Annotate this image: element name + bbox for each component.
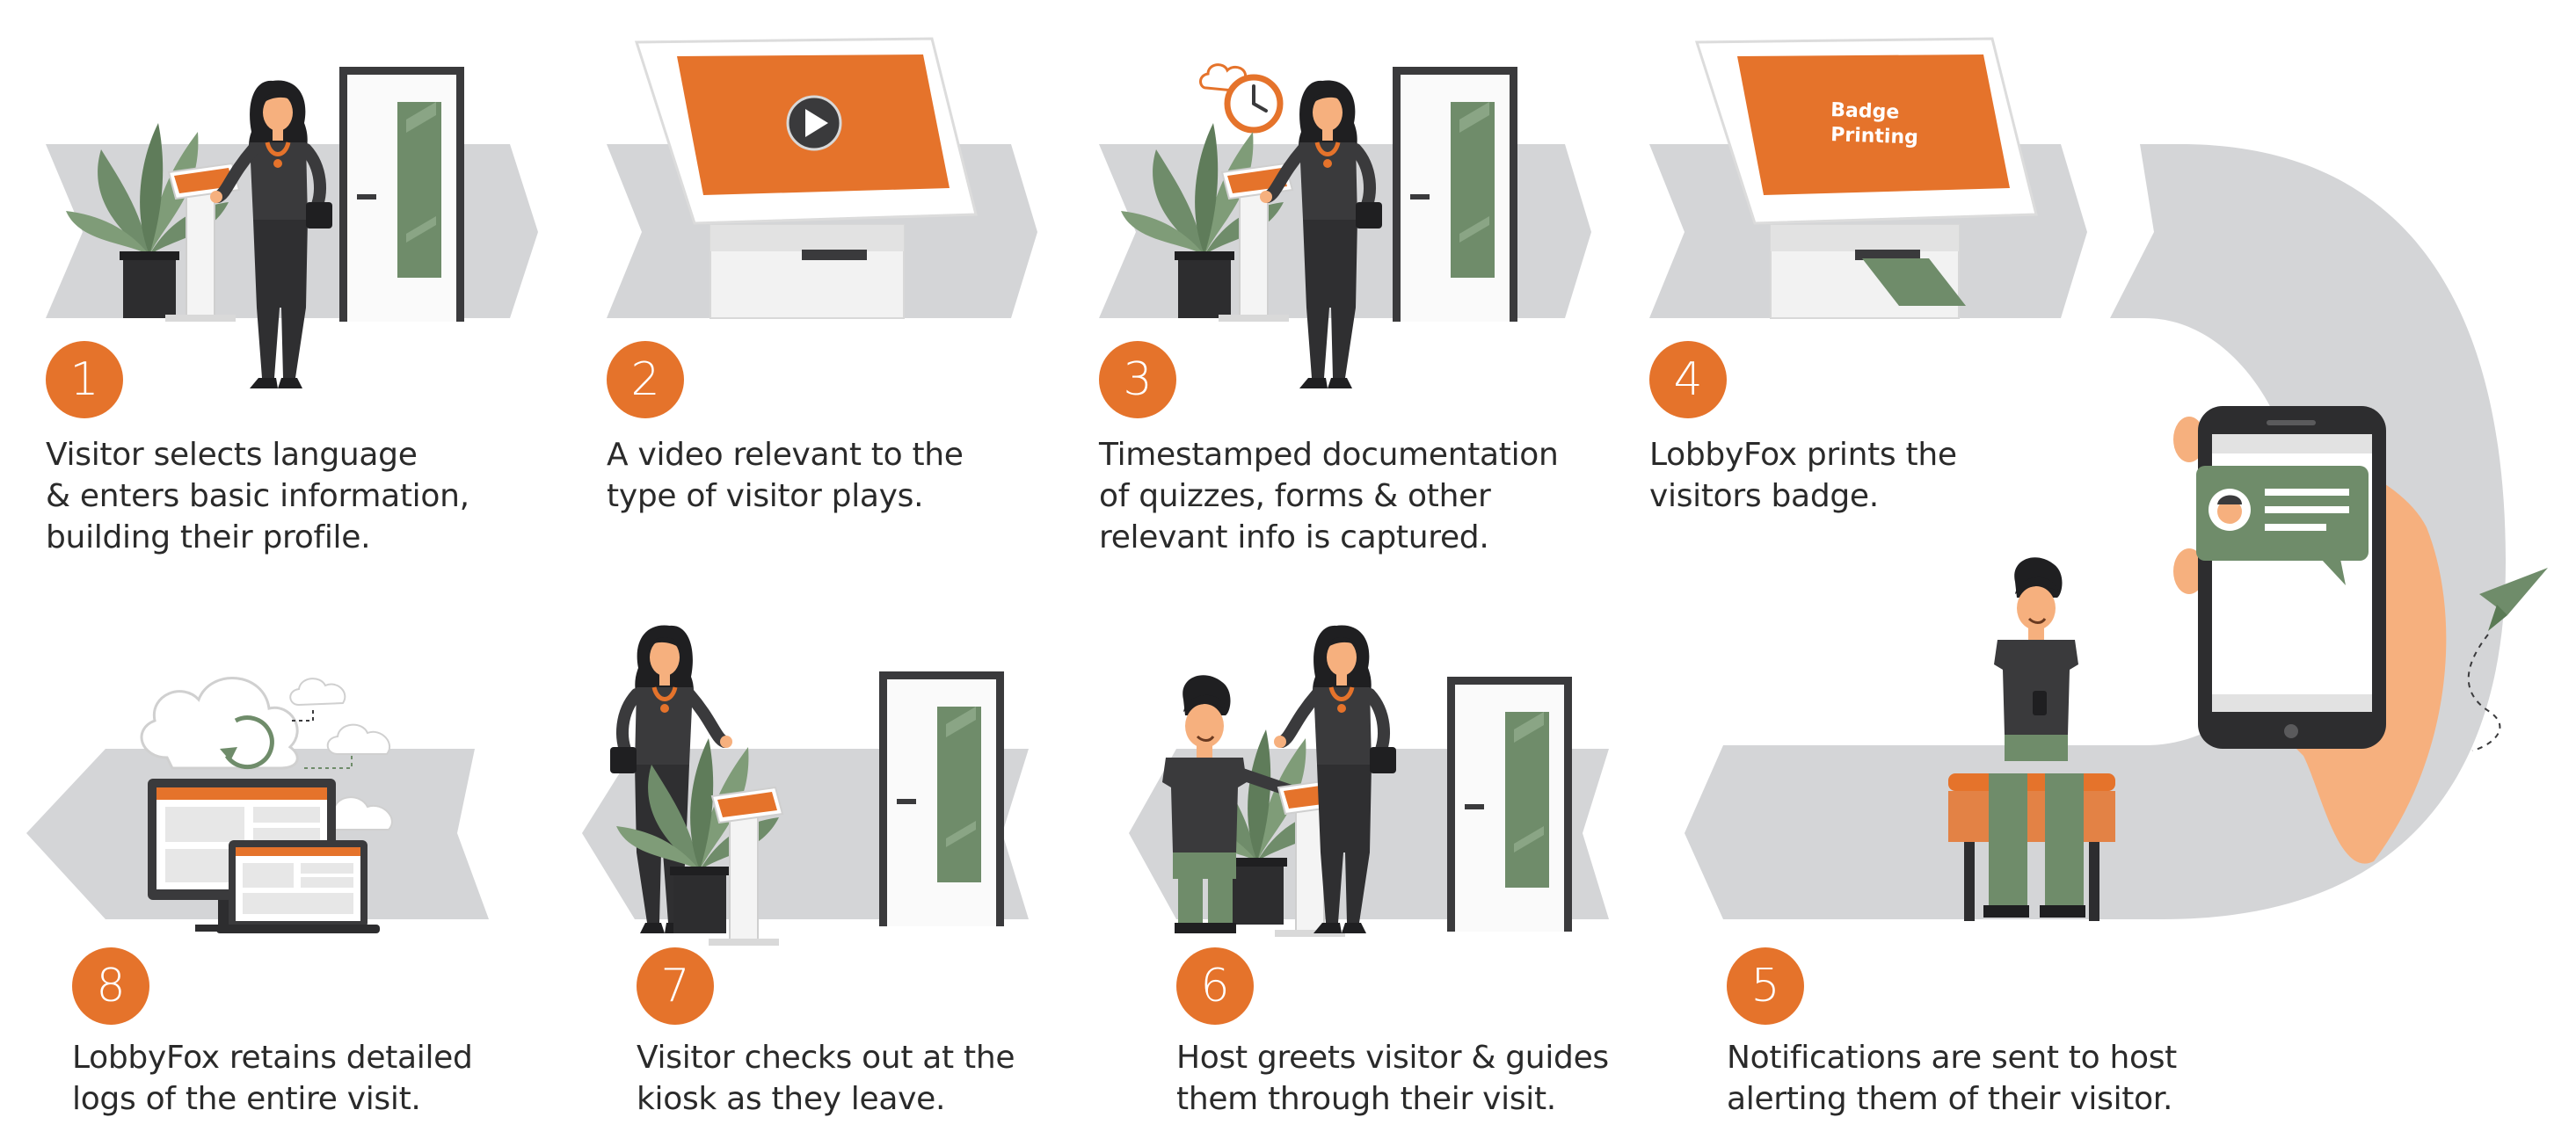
- step-2-caption: A video relevant to the type of visitor …: [607, 437, 964, 514]
- man-host-icon: [1983, 555, 2085, 918]
- step-8-number-badge: 8: [72, 947, 149, 1025]
- laptop-icon: [216, 840, 380, 933]
- smartphone-icon: [2198, 406, 2386, 749]
- cloud-icon: [326, 723, 391, 755]
- door-icon: [1393, 67, 1517, 322]
- step-6-number-badge: 6: [1176, 947, 1254, 1025]
- play-icon: [786, 95, 842, 151]
- step-7-number-badge: 7: [637, 947, 714, 1025]
- kiosk-icon: Badge Printing: [1694, 37, 2038, 319]
- step-5-number-badge: 5: [1727, 947, 1804, 1025]
- step-7-caption: Visitor checks out at the kiosk as they …: [637, 1040, 1015, 1117]
- badge-text-line2: Printing: [1830, 124, 1918, 149]
- step-1-caption: Visitor selects language & enters basic …: [46, 437, 469, 555]
- cloud-icon: [289, 678, 346, 707]
- step-3-number-badge: 3: [1099, 341, 1176, 418]
- sync-icon: [220, 715, 274, 770]
- step-1-number-badge: 1: [46, 341, 123, 418]
- step-2-number-badge: 2: [607, 341, 684, 418]
- step-4-number-badge: 4: [1649, 341, 1727, 418]
- cloud-icon: [140, 677, 299, 770]
- door-icon: [1447, 677, 1572, 932]
- step-6-caption: Host greets visitor & guides them throug…: [1176, 1040, 1609, 1117]
- step-4-caption: LobbyFox prints the visitors badge.: [1649, 437, 1957, 514]
- paper-plane-icon: [2467, 568, 2548, 751]
- step-5-caption: Notifications are sent to host alerting …: [1727, 1040, 2177, 1117]
- clock-icon: [1224, 74, 1284, 134]
- step-8-caption: LobbyFox retains detailed logs of the en…: [72, 1040, 473, 1117]
- chat-bubble-icon: [2196, 466, 2369, 585]
- door-icon: [879, 671, 1004, 926]
- badge-text-line1: Badge: [1830, 99, 1900, 124]
- door-icon: [339, 67, 464, 322]
- step-3-caption: Timestamped documentation of quizzes, fo…: [1099, 437, 1559, 555]
